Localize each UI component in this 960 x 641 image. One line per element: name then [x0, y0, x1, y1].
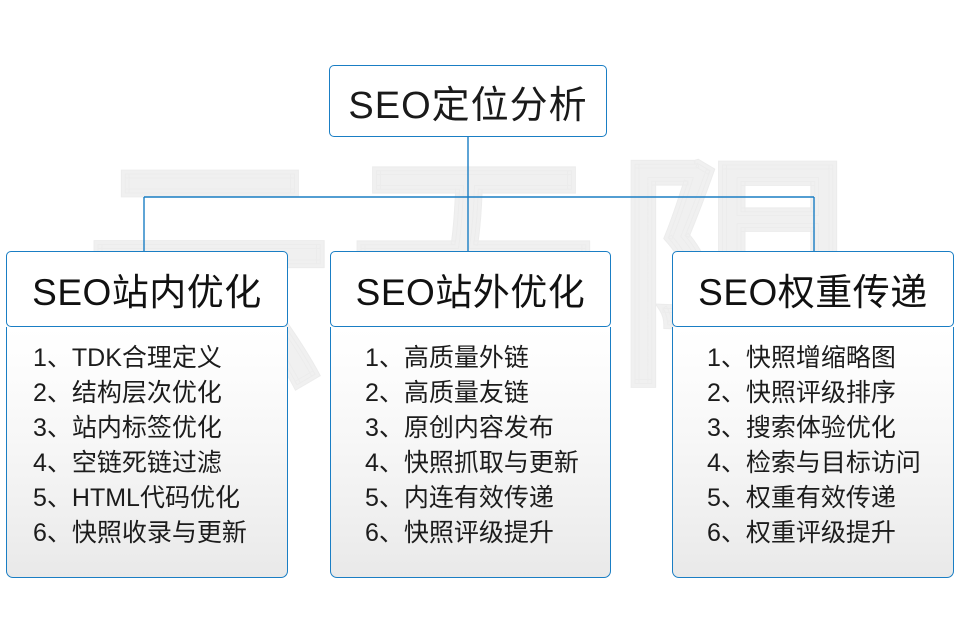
list-item-text: 原创内容发布	[403, 414, 554, 442]
list-item-text: 快照增缩略图	[745, 344, 896, 372]
list-item-number: 5、	[707, 484, 746, 512]
list-item-text: 结构层次优化	[71, 379, 222, 407]
branch-header-0[interactable]: SEO站内优化	[6, 251, 288, 327]
list-item: 6、 快照评级提升	[331, 516, 610, 551]
branch-body-2: 1、 快照增缩略图 2、 快照评级排序 3、 搜索体验优化 4、 检索与目标访问…	[672, 327, 954, 578]
branch-column-0: SEO站内优化 1、 TDK合理定义 2、 结构层次优化 3、 站内标签优化 4…	[6, 251, 288, 578]
branch-header-label-0: SEO站内优化	[32, 272, 262, 313]
list-item: 2、 结构层次优化	[7, 376, 287, 411]
list-item-text: 高质量外链	[403, 344, 529, 372]
list-item: 1、 高质量外链	[331, 341, 610, 376]
list-item: 5、 内连有效传递	[331, 481, 610, 516]
list-item: 5、 HTML代码优化	[7, 481, 287, 516]
branch-body-1: 1、 高质量外链 2、 高质量友链 3、 原创内容发布 4、 快照抓取与更新 5…	[330, 327, 611, 578]
list-item-number: 4、	[33, 449, 72, 477]
list-item-text: 权重有效传递	[745, 484, 896, 512]
list-item-text: 快照收录与更新	[71, 519, 247, 547]
list-item-number: 3、	[365, 414, 404, 442]
list-item: 6、 快照收录与更新	[7, 516, 287, 551]
list-item-number: 5、	[365, 484, 404, 512]
root-node-label: SEO定位分析	[348, 84, 588, 127]
list-item-number: 6、	[707, 519, 746, 547]
list-item-number: 2、	[33, 379, 72, 407]
branch-header-label-2: SEO权重传递	[698, 272, 928, 313]
branch-column-1: SEO站外优化 1、 高质量外链 2、 高质量友链 3、 原创内容发布 4、 快…	[330, 251, 611, 578]
branch-header-1[interactable]: SEO站外优化	[330, 251, 611, 327]
list-item-number: 2、	[365, 379, 404, 407]
list-item-text: 空链死链过滤	[71, 449, 222, 477]
list-item-number: 5、	[33, 484, 72, 512]
list-item: 3、 搜索体验优化	[673, 411, 953, 446]
list-item-number: 4、	[365, 449, 404, 477]
list-item-text: TDK合理定义	[71, 344, 222, 372]
list-item-text: 快照评级排序	[745, 379, 896, 407]
list-item: 2、 高质量友链	[331, 376, 610, 411]
list-item-number: 1、	[365, 344, 404, 372]
list-item-number: 1、	[33, 344, 72, 372]
list-item-number: 1、	[707, 344, 746, 372]
list-item-text: 站内标签优化	[71, 414, 222, 442]
branch-header-2[interactable]: SEO权重传递	[672, 251, 954, 327]
list-item-text: 快照抓取与更新	[403, 449, 579, 477]
list-item-number: 6、	[33, 519, 72, 547]
root-node[interactable]: SEO定位分析	[329, 65, 607, 137]
list-item-text: 内连有效传递	[403, 484, 554, 512]
list-item: 4、 快照抓取与更新	[331, 446, 610, 481]
list-item-number: 6、	[365, 519, 404, 547]
branch-body-0: 1、 TDK合理定义 2、 结构层次优化 3、 站内标签优化 4、 空链死链过滤…	[6, 327, 288, 578]
list-item-text: 快照评级提升	[403, 519, 554, 547]
list-item: 6、 权重评级提升	[673, 516, 953, 551]
list-item-number: 4、	[707, 449, 746, 477]
list-item: 3、 原创内容发布	[331, 411, 610, 446]
list-item-text: 检索与目标访问	[745, 449, 921, 477]
list-item-number: 2、	[707, 379, 746, 407]
list-item: 5、 权重有效传递	[673, 481, 953, 516]
list-item: 1、 快照增缩略图	[673, 341, 953, 376]
list-item: 1、 TDK合理定义	[7, 341, 287, 376]
branch-header-label-1: SEO站外优化	[355, 272, 586, 313]
list-item: 4、 检索与目标访问	[673, 446, 953, 481]
branch-column-2: SEO权重传递 1、 快照增缩略图 2、 快照评级排序 3、 搜索体验优化 4、…	[672, 251, 954, 578]
list-item-text: 搜索体验优化	[745, 414, 896, 442]
list-item-number: 3、	[33, 414, 72, 442]
list-item: 3、 站内标签优化	[7, 411, 287, 446]
list-item-text: 权重评级提升	[745, 519, 896, 547]
list-item: 4、 空链死链过滤	[7, 446, 287, 481]
list-item-text: 高质量友链	[403, 379, 529, 407]
list-item: 2、 快照评级排序	[673, 376, 953, 411]
list-item-text: HTML代码优化	[71, 484, 240, 512]
list-item-number: 3、	[707, 414, 746, 442]
